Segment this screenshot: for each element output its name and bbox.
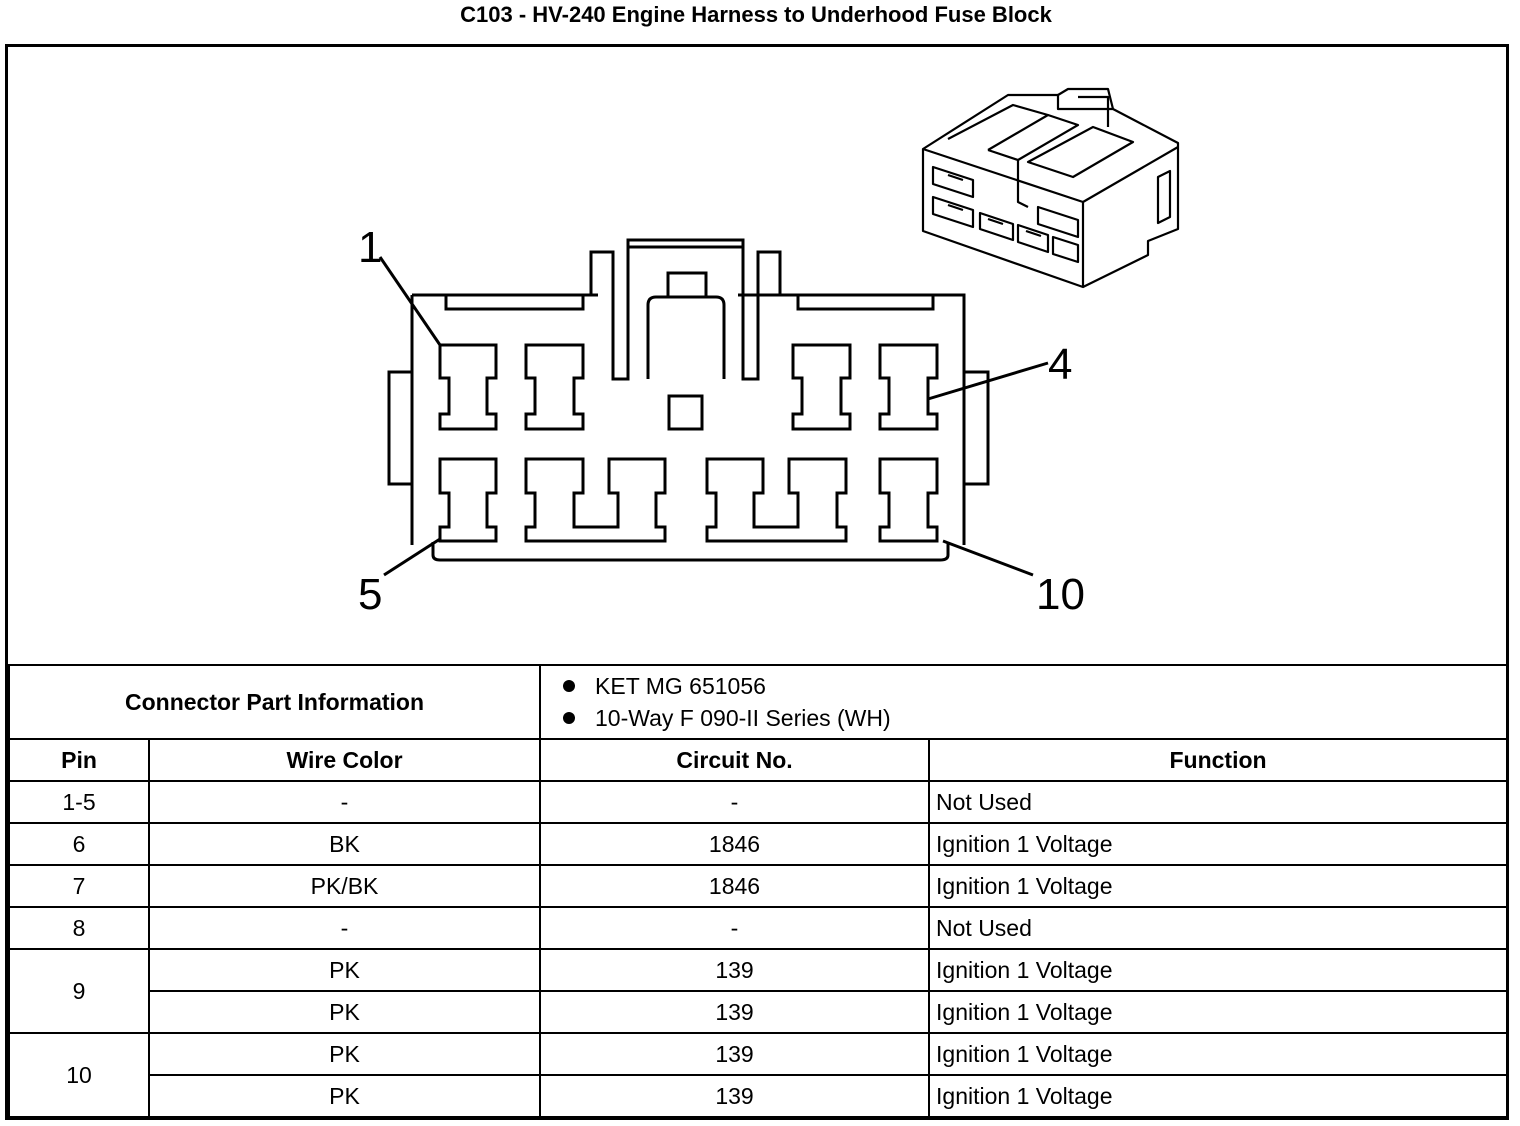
part-info-list: KET MG 651056 10-Way F 090-II Series (WH…	[539, 664, 1509, 740]
part-info-row: Connector Part Information KET MG 651056…	[7, 664, 1509, 740]
function-cell: Ignition 1 Voltage	[928, 990, 1509, 1034]
top-ledge-right	[796, 295, 935, 311]
cavity-8-9	[705, 457, 848, 543]
connector-left-tab	[387, 370, 412, 486]
page-title: C103 - HV-240 Engine Harness to Underhoo…	[460, 2, 1052, 27]
function-cell: Not Used	[928, 906, 1509, 950]
part-info-item: KET MG 651056	[563, 670, 1506, 702]
connector-body-outline	[410, 293, 966, 545]
latch	[589, 238, 782, 381]
cavity-10	[878, 457, 939, 543]
circuit-cell: 139	[539, 1032, 931, 1076]
circuit-cell: -	[539, 906, 931, 950]
table-row: PK 139 Ignition 1 Voltage	[9, 990, 1509, 1034]
table-row: 10 PK 139 Ignition 1 Voltage	[8, 1032, 1509, 1118]
table-row: 1-5 - - Not Used	[8, 780, 1509, 824]
col-header-circuit: Circuit No.	[539, 738, 931, 782]
table-row: 6 BK 1846 Ignition 1 Voltage	[8, 822, 1509, 866]
pin-cell: 1-5	[8, 780, 150, 824]
bullet-icon	[563, 711, 576, 724]
wire-color-cell: PK	[147, 948, 542, 992]
pin-cell: 9	[8, 948, 150, 1034]
function-cell: Ignition 1 Voltage	[928, 1074, 1509, 1118]
connector-right-tab	[964, 370, 990, 486]
circuit-cell: 139	[539, 948, 931, 992]
pin-label-4: 4	[1048, 340, 1072, 389]
bullet-icon	[563, 679, 576, 692]
function-cell: Not Used	[928, 780, 1509, 824]
connector-base	[431, 542, 950, 562]
circuit-cell: 1846	[539, 864, 931, 908]
circuit-cell: 139	[539, 990, 931, 1034]
table-row: 9 PK 139 Ignition 1 Voltage	[8, 948, 1509, 1034]
leader-pin-1	[378, 256, 442, 346]
pin-cell: 8	[8, 906, 150, 950]
polarization-square	[667, 394, 704, 431]
wire-color-cell: PK	[147, 990, 542, 1034]
part-info-item: 10-Way F 090-II Series (WH)	[563, 702, 1506, 734]
cavity-6-7	[524, 457, 667, 543]
leader-pin-5	[383, 537, 441, 577]
wire-color-cell: BK	[147, 822, 542, 866]
wire-color-cell: -	[147, 780, 542, 824]
pin-cell: 10	[8, 1032, 150, 1118]
connector-face-svg: 1 4 5 10	[358, 87, 1180, 619]
leader-pin-10	[942, 539, 1034, 577]
top-ledge-left	[444, 295, 585, 311]
connector-info-table: Connector Part Information KET MG 651056…	[7, 664, 1509, 1118]
connector-isometric-illustration	[921, 87, 1180, 289]
table-row: 7 PK/BK 1846 Ignition 1 Voltage	[8, 864, 1509, 908]
function-cell: Ignition 1 Voltage	[928, 948, 1509, 992]
function-cell: Ignition 1 Voltage	[928, 1032, 1509, 1076]
table-row: PK 139 Ignition 1 Voltage	[9, 1074, 1509, 1118]
part-info-label: Connector Part Information	[7, 664, 542, 740]
col-header-wire-color: Wire Color	[147, 738, 542, 782]
cavity-1	[438, 343, 498, 431]
wire-color-cell: -	[147, 906, 542, 950]
cavity-2	[524, 343, 585, 431]
latch-bump	[646, 295, 726, 379]
pin-cell: 6	[8, 822, 150, 866]
cavity-3	[791, 343, 852, 431]
col-header-pin: Pin	[8, 738, 150, 782]
pin-label-1: 1	[358, 223, 382, 272]
wire-color-cell: PK	[147, 1074, 542, 1118]
circuit-cell: 1846	[539, 822, 931, 866]
col-header-function: Function	[928, 738, 1509, 782]
function-cell: Ignition 1 Voltage	[928, 822, 1509, 866]
circuit-cell: 139	[539, 1074, 931, 1118]
pin-cell: 7	[8, 864, 150, 908]
wire-color-cell: PK/BK	[147, 864, 542, 908]
pin-label-10: 10	[1036, 570, 1085, 619]
cavity-4	[878, 343, 939, 431]
connector-face-diagram: 1 4 5 10	[8, 47, 1506, 664]
leader-pin-4	[927, 361, 1049, 401]
pin-label-5: 5	[358, 570, 382, 619]
connector-sheet: 1 4 5 10	[5, 44, 1509, 1120]
circuit-cell: -	[539, 780, 931, 824]
wire-color-cell: PK	[147, 1032, 542, 1076]
function-cell: Ignition 1 Voltage	[928, 864, 1509, 908]
cavity-5	[438, 457, 498, 543]
header-row: Pin Wire Color Circuit No. Function	[8, 738, 1509, 782]
table-row: 8 - - Not Used	[8, 906, 1509, 950]
latch-key	[666, 271, 708, 299]
